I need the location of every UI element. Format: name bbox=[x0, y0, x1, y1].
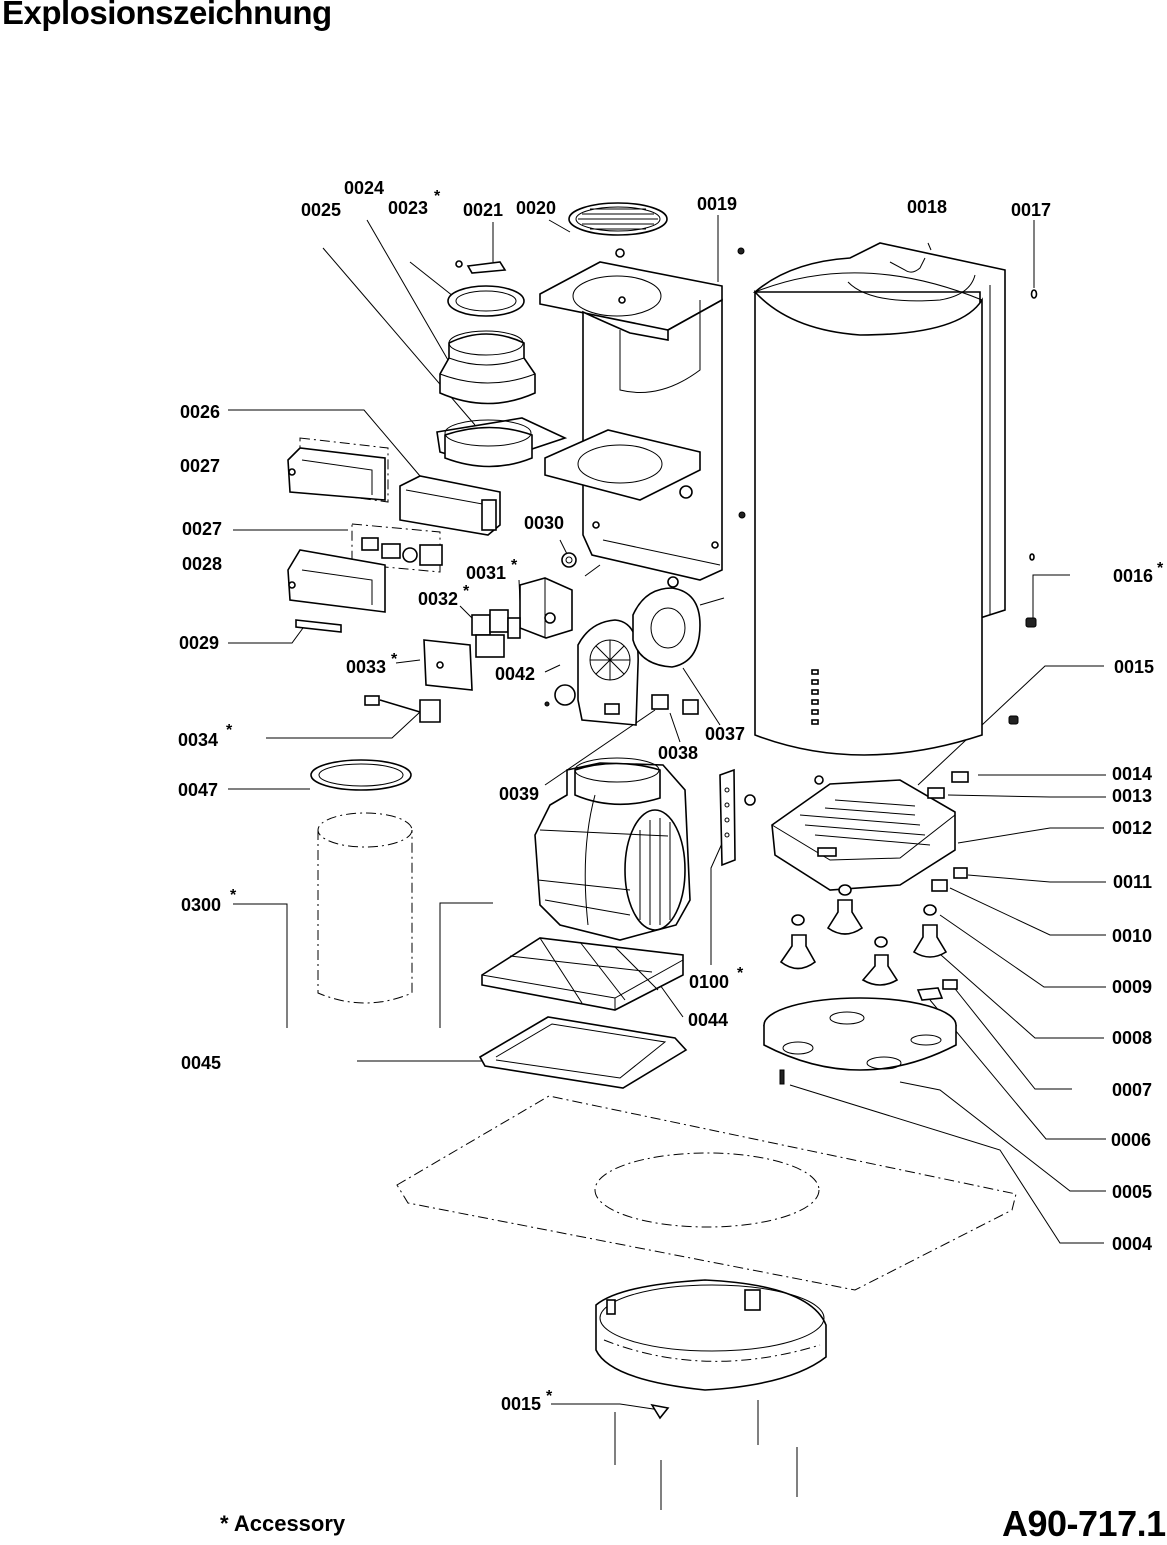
board-0027-lower bbox=[351, 523, 443, 573]
fan-cover-front bbox=[577, 619, 639, 726]
callout-0015-top: 0015 bbox=[1114, 657, 1154, 677]
callout-0012: 0012 bbox=[1112, 818, 1152, 838]
frame-0045 bbox=[478, 1016, 688, 1089]
callout-0039: 0039 bbox=[499, 784, 539, 804]
chimney-0018 bbox=[752, 242, 1006, 756]
accessory-mark-0100: * bbox=[737, 965, 744, 982]
callout-0034: 0034 bbox=[178, 730, 218, 750]
clip-0015-top bbox=[1008, 715, 1019, 725]
callout-0016: 0016 bbox=[1113, 566, 1153, 586]
document-number: A90-717.1 bbox=[1002, 1503, 1166, 1544]
screw-0004 bbox=[779, 1069, 785, 1085]
callout-0015-bottom: 0015 bbox=[501, 1394, 541, 1414]
lamps-0008-0009 bbox=[779, 884, 948, 986]
board-0033 bbox=[423, 639, 473, 691]
callout-0017: 0017 bbox=[1011, 200, 1051, 220]
plug-0016 bbox=[1025, 617, 1037, 628]
callout-0027-lower: 0027 bbox=[182, 519, 222, 539]
clip-0029 bbox=[295, 619, 342, 633]
module-0031 bbox=[519, 577, 573, 639]
callout-0014: 0014 bbox=[1112, 764, 1152, 784]
callout-0042: 0042 bbox=[495, 664, 535, 684]
callout-0011: 0011 bbox=[1113, 872, 1152, 892]
seal-0047 bbox=[310, 759, 412, 791]
callout-0100: 0100 bbox=[689, 972, 729, 992]
callout-0300: 0300 bbox=[181, 895, 221, 915]
ceiling-plate bbox=[396, 1095, 1017, 1291]
box-0026 bbox=[399, 475, 501, 536]
clip-0021 bbox=[455, 260, 507, 274]
pipe-0024 bbox=[439, 330, 536, 405]
callout-0021: 0021 bbox=[463, 200, 503, 220]
accessory-mark-0300: * bbox=[230, 887, 237, 904]
chimney-slots bbox=[811, 669, 819, 725]
switch-0032 bbox=[471, 609, 521, 658]
connector-0039 bbox=[651, 694, 669, 710]
frame-0019 bbox=[539, 247, 746, 581]
callout-0030: 0030 bbox=[524, 513, 564, 533]
callout-0027-upper: 0027 bbox=[180, 456, 220, 476]
callout-0010: 0010 bbox=[1112, 926, 1152, 946]
callout-0020: 0020 bbox=[516, 198, 556, 218]
clips-0010-0011 bbox=[923, 867, 968, 916]
callout-0008: 0008 bbox=[1112, 1028, 1152, 1048]
pipe-0300 bbox=[317, 812, 413, 1004]
ceiling-mount-ring bbox=[595, 1279, 827, 1391]
disc-0023 bbox=[447, 285, 525, 317]
accessory-mark-0031: * bbox=[511, 557, 518, 574]
callout-0032: 0032 bbox=[418, 589, 458, 609]
ring-0030 bbox=[561, 552, 601, 577]
callout-0023: 0023 bbox=[388, 198, 428, 218]
callout-0026: 0026 bbox=[180, 402, 220, 422]
callout-0018: 0018 bbox=[907, 197, 947, 217]
accessory-mark-0033: * bbox=[391, 651, 398, 668]
grease-filter-0044 bbox=[481, 937, 684, 1011]
accessory-mark-0015: * bbox=[546, 1388, 553, 1405]
grille-0020 bbox=[568, 202, 668, 236]
callout-0025: 0025 bbox=[301, 200, 341, 220]
cable-0034 bbox=[364, 695, 441, 723]
accessory-mark-0034: * bbox=[226, 722, 233, 739]
callout-0024: 0024 bbox=[344, 178, 384, 198]
callout-0047: 0047 bbox=[178, 780, 218, 800]
callout-0007: 0007 bbox=[1112, 1080, 1152, 1100]
housing-0027-upper bbox=[287, 437, 389, 503]
callout-0029: 0029 bbox=[179, 633, 219, 653]
callout-0009: 0009 bbox=[1112, 977, 1152, 997]
blower bbox=[534, 757, 691, 941]
callout-0038: 0038 bbox=[658, 743, 698, 763]
leader-lines bbox=[228, 215, 1106, 1411]
grille-0012 bbox=[771, 779, 956, 891]
callout-labels: 0024 0025 0023 * 0021 0020 0019 0018 001… bbox=[178, 178, 1164, 1414]
connector-0038 bbox=[682, 699, 699, 715]
control-bar-0100 bbox=[719, 768, 756, 867]
flange-0025 bbox=[436, 417, 568, 468]
accessory-mark-0023: * bbox=[434, 188, 441, 205]
callout-0033: 0033 bbox=[346, 657, 386, 677]
fan-cover-0037 bbox=[632, 576, 725, 668]
callout-0044: 0044 bbox=[688, 1010, 728, 1030]
callout-0013: 0013 bbox=[1112, 786, 1152, 806]
callout-0037: 0037 bbox=[705, 724, 745, 744]
accessory-mark-0016: * bbox=[1157, 560, 1164, 577]
knob-0042 bbox=[544, 684, 576, 707]
callout-0004: 0004 bbox=[1112, 1234, 1152, 1254]
callout-0031: 0031 bbox=[466, 563, 506, 583]
callout-0005: 0005 bbox=[1112, 1182, 1152, 1202]
accessory-mark-0032: * bbox=[463, 583, 470, 600]
clips-0006-0007 bbox=[916, 979, 958, 1001]
callout-0019: 0019 bbox=[697, 194, 737, 214]
callout-0028: 0028 bbox=[182, 554, 222, 574]
callout-0045: 0045 bbox=[181, 1053, 221, 1073]
accessory-footnote: * Accessory bbox=[220, 1511, 346, 1536]
page-title: Explosionszeichnung bbox=[2, 0, 332, 31]
screws-bottom bbox=[614, 1400, 798, 1510]
screw-0017 bbox=[1029, 289, 1038, 561]
housing-0028 bbox=[287, 549, 386, 613]
ring-0005 bbox=[763, 997, 957, 1071]
callout-0006: 0006 bbox=[1111, 1130, 1151, 1150]
small-parts-0013-0014 bbox=[814, 771, 969, 799]
